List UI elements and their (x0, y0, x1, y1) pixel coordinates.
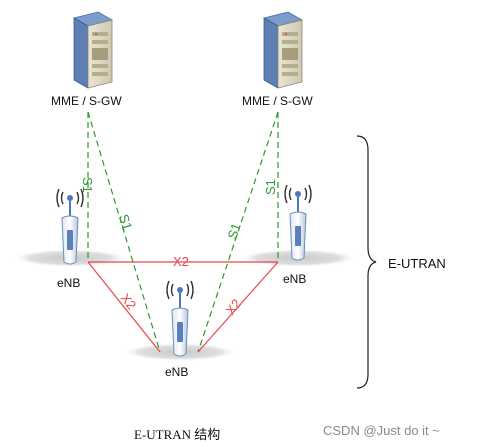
watermark: CSDN @Just do it ~ (323, 423, 440, 438)
mme-sgw-label-left: MME / S-GW (51, 94, 122, 108)
s1-label: S1 (263, 179, 278, 195)
cell-tower-icon (56, 188, 84, 265)
e-utran-brace (356, 135, 377, 389)
s1-links (87, 111, 279, 353)
cell-tower-icon (284, 184, 312, 261)
s1-label: S1 (225, 221, 244, 241)
server-icon (262, 11, 304, 89)
x2-label: X2 (118, 291, 140, 313)
enb-label-left: eNB (57, 276, 81, 290)
s1-link-right-mme-bottom-enb (197, 111, 279, 353)
enb-label-right: eNB (283, 272, 307, 286)
x2-link-right-bottom (197, 261, 279, 353)
x2-label: X2 (223, 296, 245, 318)
s1-label: S1 (80, 177, 95, 193)
mme-sgw-label-right: MME / S-GW (242, 94, 313, 108)
e-utran-label: E-UTRAN (388, 256, 446, 271)
x2-links (87, 261, 279, 353)
cell-tower-icon (166, 280, 194, 357)
x2-label: X2 (173, 254, 189, 269)
enb-label-bottom: eNB (165, 365, 189, 379)
x2-link-left-bottom (87, 261, 161, 353)
s1-link-left-mme-bottom-enb (87, 111, 161, 353)
server-icon (72, 11, 114, 89)
s1-label: S1 (116, 212, 135, 232)
figure-caption: E-UTRAN 结构 (134, 427, 221, 442)
